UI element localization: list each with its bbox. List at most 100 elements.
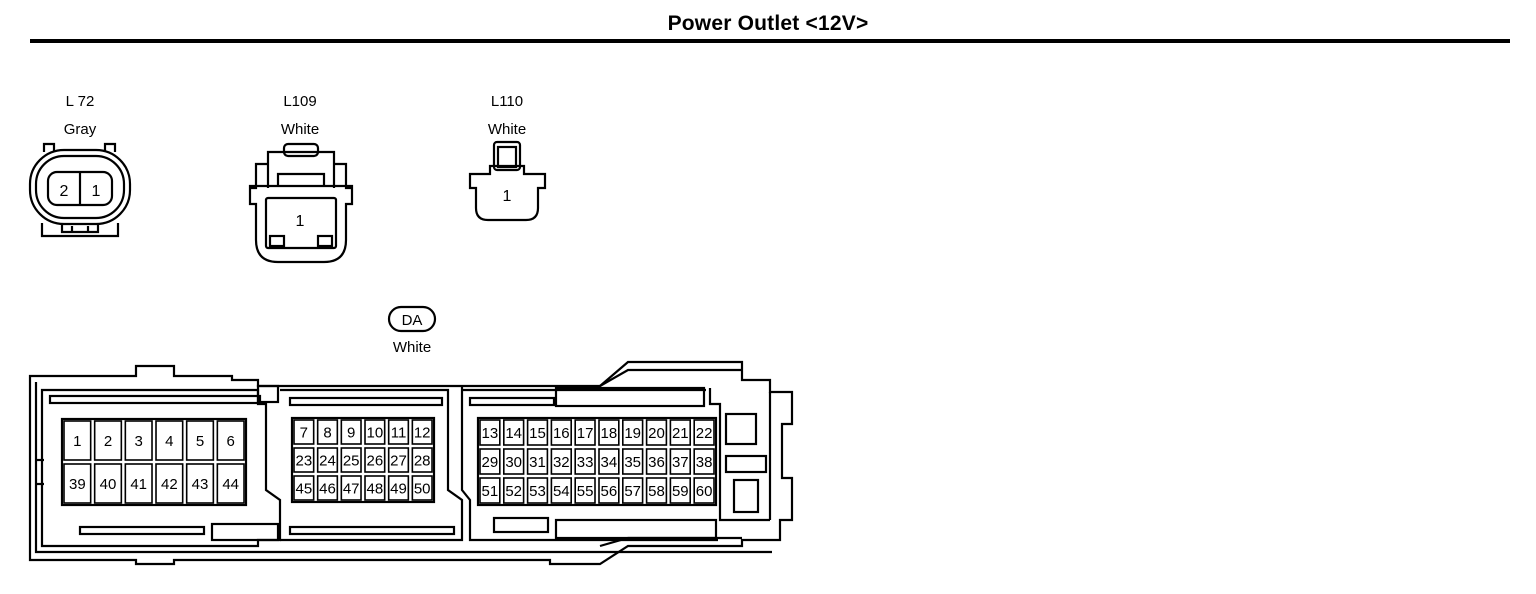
da-pin-label: 28	[414, 452, 431, 469]
da-pin-cell	[316, 475, 339, 501]
da-pin-label: 8	[323, 424, 331, 441]
da-pin-label: 13	[482, 425, 499, 442]
da-pin-block-2	[290, 416, 436, 504]
da-pin-label: 43	[192, 476, 209, 493]
da-pin-label: 39	[69, 476, 86, 493]
da-pin-cell	[63, 463, 92, 504]
title-divider	[30, 39, 1510, 43]
da-pin-cell	[693, 419, 715, 446]
da-pin-label: 49	[390, 480, 407, 497]
da-pin-cell	[479, 448, 501, 475]
da-pin-cell	[411, 475, 433, 501]
da-pin-label: 25	[343, 452, 360, 469]
da-pin-cell	[411, 447, 433, 473]
da-pin-label: 14	[505, 425, 522, 442]
l109-pin-1: 1	[296, 213, 305, 230]
da-pin-cell	[598, 419, 620, 446]
da-pin-label: 21	[672, 425, 689, 442]
da-pin-label: 33	[577, 454, 594, 471]
da-pin-label: 22	[696, 425, 713, 442]
da-pin-label: 31	[529, 454, 546, 471]
connector-l109-color: White	[280, 121, 320, 138]
da-pin-cell	[598, 448, 620, 475]
da-pin-cell	[387, 447, 410, 473]
da-pin-label: 59	[672, 483, 689, 500]
da-pin-label: 42	[161, 476, 178, 493]
da-pin-label: 16	[553, 425, 570, 442]
da-pin-label: 57	[624, 483, 641, 500]
da-pin-cell	[387, 419, 410, 445]
da-pin-cell	[155, 463, 184, 504]
da-pin-cell	[598, 477, 620, 504]
da-pin-label: 36	[648, 454, 665, 471]
da-pin-cell	[316, 447, 339, 473]
da-pin-block-3	[476, 416, 718, 507]
da-pin-label: 56	[601, 483, 618, 500]
da-pin-label: 48	[367, 480, 384, 497]
da-pin-cell	[411, 419, 433, 445]
da-pin-label: 12	[414, 424, 431, 441]
da-pin-cell	[621, 419, 644, 446]
da-pin-label: 20	[648, 425, 665, 442]
da-pin-label: 37	[672, 454, 689, 471]
da-pin-label: 35	[624, 454, 641, 471]
connector-l72-id: L 72	[65, 93, 95, 110]
connector-da-color: White	[392, 339, 432, 356]
da-pin-cell	[669, 448, 692, 475]
da-pin-label: 6	[227, 433, 235, 450]
da-pin-label: 9	[347, 424, 355, 441]
da-pin-label: 26	[367, 452, 384, 469]
da-pin-label: 54	[553, 483, 570, 500]
da-pin-cell	[93, 463, 123, 504]
da-pin-label: 58	[648, 483, 665, 500]
da-pin-cell	[502, 419, 525, 446]
da-pin-label: 24	[319, 452, 336, 469]
da-pin-label: 15	[529, 425, 546, 442]
da-pin-cell	[293, 475, 315, 501]
da-pin-cell	[364, 419, 386, 445]
da-pin-label: 2	[104, 433, 112, 450]
da-pin-cell	[526, 419, 549, 446]
da-pin-label: 4	[165, 433, 173, 450]
da-pin-label: 41	[130, 476, 147, 493]
da-pin-label: 53	[529, 483, 546, 500]
l110-pin-1: 1	[503, 188, 512, 205]
da-pin-label: 1	[73, 433, 81, 450]
da-pin-label: 23	[295, 452, 312, 469]
da-pin-cell	[550, 477, 573, 504]
da-pin-label: 5	[196, 433, 204, 450]
da-pin-block-1	[60, 417, 248, 507]
da-pin-label: 38	[696, 454, 713, 471]
da-pin-label: 19	[624, 425, 641, 442]
da-pin-cell	[340, 475, 362, 501]
page-title: Power Outlet <12V>	[667, 12, 869, 35]
da-pin-cell	[479, 419, 501, 446]
connector-da-housing	[28, 360, 794, 566]
da-pin-cell	[216, 463, 245, 504]
da-pin-cell	[574, 477, 596, 504]
da-pin-cell	[574, 419, 596, 446]
da-pin-cell	[526, 448, 549, 475]
connector-l72-color: Gray	[63, 121, 97, 138]
da-pin-cell	[621, 477, 644, 504]
da-pin-cell	[293, 419, 315, 445]
da-pin-cell	[502, 448, 525, 475]
connector-l110	[468, 140, 547, 222]
da-pin-label: 3	[135, 433, 143, 450]
da-pin-cell	[124, 463, 153, 504]
da-pin-cell	[693, 477, 715, 504]
da-pin-label: 27	[390, 452, 407, 469]
connector-l110-id: L110	[490, 93, 524, 110]
da-pin-label: 50	[414, 480, 431, 497]
l72-pin-2: 2	[60, 183, 69, 200]
l72-pin-1: 1	[92, 183, 101, 200]
da-pin-cell	[479, 477, 501, 504]
da-pin-label: 40	[100, 476, 117, 493]
da-pin-label: 45	[295, 480, 312, 497]
da-pin-label: 52	[505, 483, 522, 500]
da-pin-cell	[155, 420, 184, 461]
da-pin-cell	[550, 419, 573, 446]
da-pin-label: 34	[601, 454, 618, 471]
